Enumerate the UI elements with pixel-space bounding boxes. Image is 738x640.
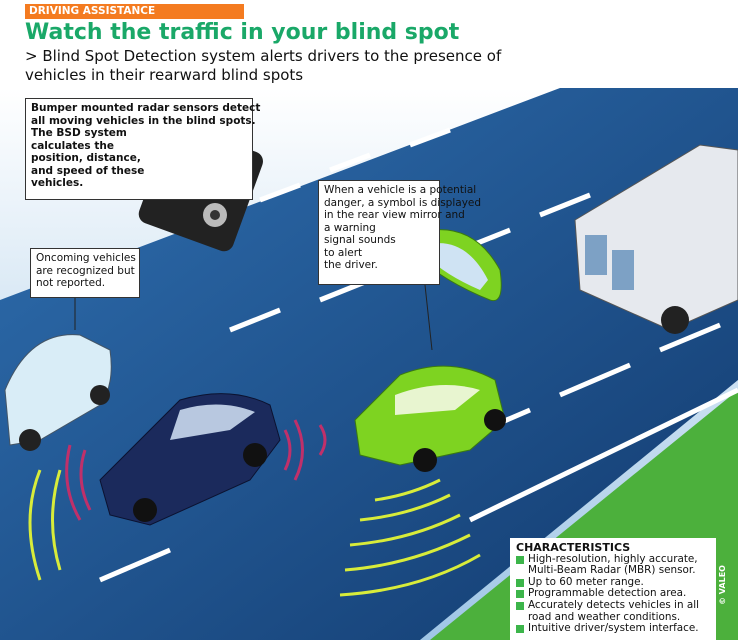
bullet-icon [516, 590, 524, 599]
callout-line: Bumper mounted radar sensors detect [31, 102, 261, 114]
callout-line: all moving vehicles in the blind spots. [31, 114, 256, 127]
copyright-credit: © VALEO [718, 565, 727, 605]
oncoming-callout: Oncoming vehicles are recognized but not… [30, 248, 140, 298]
bullet-icon [516, 601, 524, 610]
callout-pointers [74, 284, 433, 351]
category-tag: DRIVING ASSISTANCE [25, 4, 244, 19]
green-car [354, 365, 506, 472]
page-subtitle: > Blind Spot Detection system alerts dri… [25, 47, 502, 84]
callout-line: calculates the [31, 139, 114, 152]
characteristic-item: Programmable detection area. [516, 588, 710, 600]
page-title: Watch the traffic in your blind spot [25, 20, 460, 45]
callout-line: danger, a symbol is displayed [324, 196, 482, 209]
radar-waves-magenta [65, 419, 327, 521]
characteristic-item: Intuitive driver/system interface. [516, 623, 710, 635]
characteristic-item: High-resolution, highly accurate,Multi-B… [516, 552, 710, 577]
item-text: Multi-Beam Radar (MBR) sensor. [528, 564, 696, 577]
item-text: Up to 60 meter range. [528, 575, 644, 588]
callout-line: Oncoming vehicles [36, 252, 136, 264]
callout-line: signal sounds [324, 234, 396, 246]
item-text: Intuitive driver/system interface. [528, 622, 699, 635]
bullet-icon [516, 555, 524, 564]
bullet-icon [516, 578, 524, 587]
callout-line: to alert [324, 246, 363, 259]
dark-blue-car [99, 393, 281, 526]
mirror-callout: When a vehicle is a potential danger, a … [318, 180, 482, 285]
oncoming-car [4, 334, 112, 451]
callout-line: and speed of these [31, 164, 145, 177]
callout-line: The BSD system [31, 127, 127, 139]
callout-line: a warning [324, 221, 376, 234]
callout-line: in the rear view mirror and [324, 209, 465, 221]
characteristics-box: CHARACTERISTICS High-resolution, highly … [510, 538, 716, 640]
item-text: Programmable detection area. [528, 587, 687, 600]
van [574, 144, 738, 334]
radar-waves-yellow [28, 469, 481, 597]
bullet-icon [516, 625, 524, 634]
callout-line: position, distance, [31, 152, 141, 164]
characteristic-item: Up to 60 meter range. [516, 575, 710, 589]
callout-line: are recognized but [36, 264, 135, 277]
callout-line: vehicles. [31, 177, 84, 189]
callout-line: the driver. [324, 259, 378, 271]
radar-callout: Bumper mounted radar sensors detect all … [25, 98, 261, 200]
callout-line: When a vehicle is a potential [324, 184, 477, 196]
item-text: road and weather conditions. [528, 610, 681, 623]
item-text: High-resolution, highly accurate, [528, 552, 698, 565]
item-text: Accurately detects vehicles in all [528, 598, 699, 611]
characteristics-title: CHARACTERISTICS [516, 541, 631, 554]
callout-line: not reported. [36, 277, 106, 289]
